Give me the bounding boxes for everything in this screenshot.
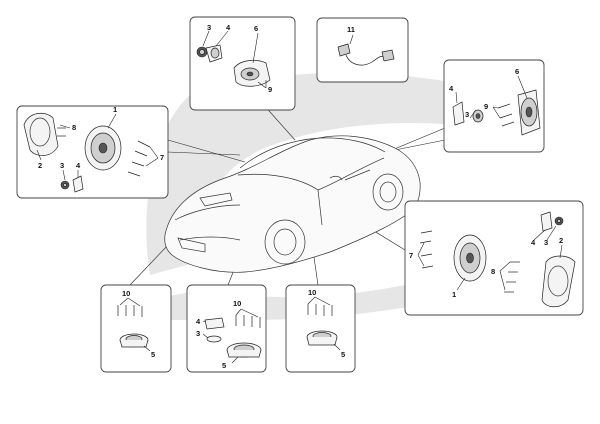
callout-7: 7 bbox=[160, 153, 164, 162]
callout-5: 5 bbox=[151, 350, 155, 359]
callout-10: 10 bbox=[308, 288, 316, 297]
group-left-door: 1 8 7 2 3 4 bbox=[16, 105, 169, 199]
callout-10: 10 bbox=[122, 289, 130, 298]
group-rear-upper: 4 3 9 6 bbox=[443, 59, 545, 153]
box-right-door bbox=[404, 200, 584, 316]
box-tweeter-c bbox=[285, 284, 356, 373]
callout-1: 1 bbox=[452, 290, 456, 299]
callout-8: 8 bbox=[72, 123, 76, 132]
group-right-door: 4 3 2 7 8 1 bbox=[404, 200, 584, 316]
group-tweeter-b: 10 4 3 5 bbox=[186, 284, 267, 373]
callout-3: 3 bbox=[196, 329, 200, 338]
box-tweeter-a bbox=[100, 284, 172, 373]
callout-5: 5 bbox=[341, 350, 345, 359]
group-dash-center: 3 4 6 9 bbox=[189, 16, 296, 111]
box-harness bbox=[316, 17, 409, 83]
callout-2: 2 bbox=[559, 236, 563, 245]
group-tweeter-c: 10 5 bbox=[285, 284, 356, 373]
callout-1: 1 bbox=[113, 105, 117, 114]
callout-7: 7 bbox=[409, 251, 413, 260]
callout-4: 4 bbox=[226, 23, 231, 32]
callout-8: 8 bbox=[491, 267, 495, 276]
callout-4: 4 bbox=[531, 238, 536, 247]
callout-10: 10 bbox=[233, 299, 241, 308]
front-wheel bbox=[264, 219, 306, 265]
callout-6: 6 bbox=[254, 24, 258, 33]
callout-4: 4 bbox=[196, 317, 201, 326]
callout-3: 3 bbox=[60, 161, 64, 170]
callout-2: 2 bbox=[38, 161, 42, 170]
callout-6: 6 bbox=[515, 67, 519, 76]
box-rear-upper bbox=[443, 59, 545, 153]
callout-9: 9 bbox=[484, 102, 488, 111]
callout-4: 4 bbox=[76, 161, 81, 170]
callout-11: 11 bbox=[347, 25, 355, 34]
group-harness: 11 bbox=[316, 17, 409, 83]
callout-9: 9 bbox=[268, 85, 272, 94]
callout-4: 4 bbox=[449, 84, 454, 93]
callout-3: 3 bbox=[207, 23, 211, 32]
car-illustration bbox=[164, 135, 421, 273]
group-tweeter-a: 10 5 bbox=[100, 284, 172, 373]
callout-3: 3 bbox=[544, 238, 548, 247]
callout-5: 5 bbox=[222, 361, 226, 370]
rear-wheel bbox=[372, 173, 404, 211]
callout-3: 3 bbox=[465, 110, 469, 119]
